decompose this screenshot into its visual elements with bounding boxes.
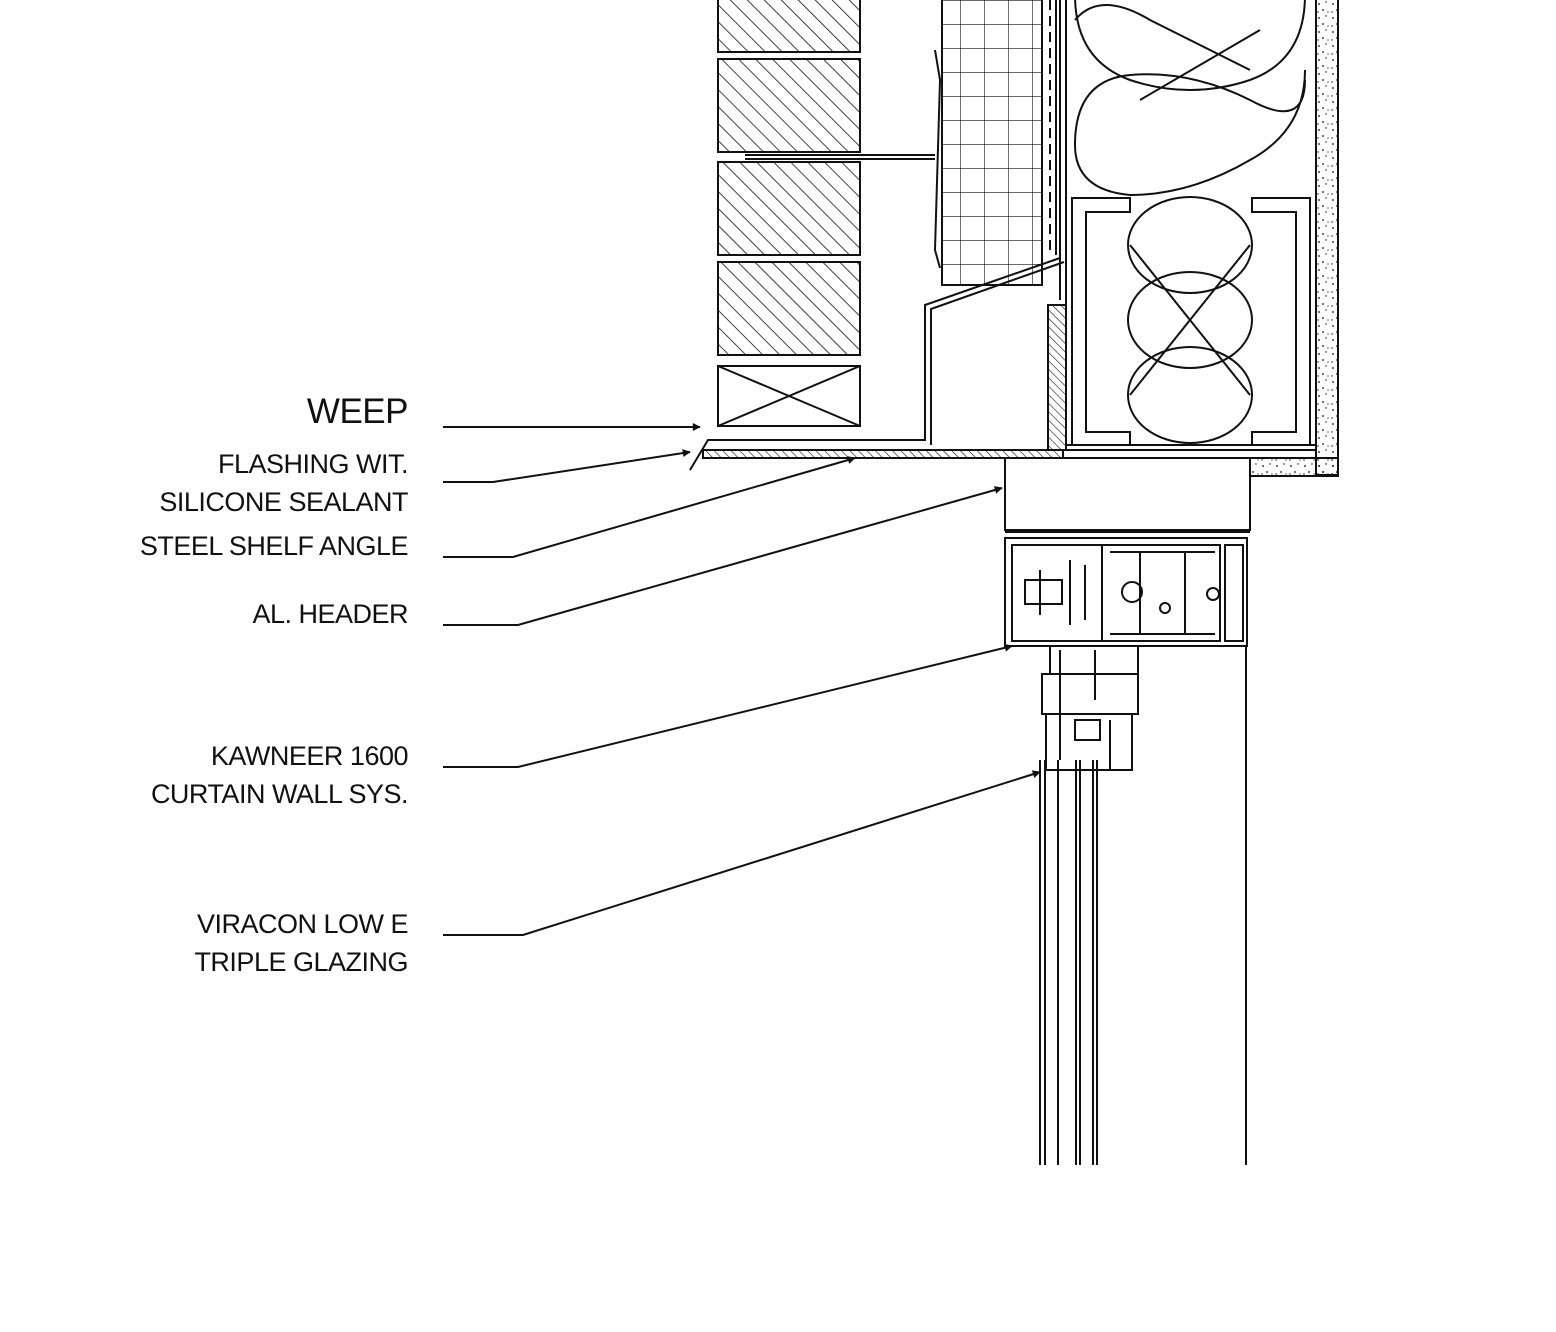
stud-wall-batt-insulation: [1065, 0, 1317, 446]
callout-curtain-wall: KAWNEER 1600 CURTAIN WALL SYS.: [150, 737, 409, 813]
callout-header: AL. HEADER: [252, 595, 408, 633]
leader-curtain-wall: [443, 643, 1013, 768]
callout-weep-line-1: WEEP: [306, 392, 409, 431]
callout-glazing: VIRACON LOW E TRIPLE GLAZING: [194, 905, 408, 981]
callout-header-line-1: AL. HEADER: [252, 599, 408, 629]
callout-curtain-wall-line-2: CURTAIN WALL SYS.: [150, 779, 409, 809]
leader-shelf-angle: [443, 456, 856, 558]
callout-flashing-line-2: SILICONE SEALANT: [159, 487, 408, 517]
leader-flashing: [443, 449, 691, 483]
callout-flashing: FLASHING WIT. SILICONE SEALANT: [159, 445, 408, 521]
leader-glazing: [443, 770, 1041, 936]
header-block: [1004, 457, 1251, 533]
leader-lines: [443, 423, 1041, 936]
interior-gypsum-board: [1066, 0, 1339, 477]
air-cavity: [933, 49, 942, 269]
callout-glazing-line-2: TRIPLE GLAZING: [194, 947, 408, 977]
rigid-insulation: [941, 0, 1061, 300]
steel-shelf-angle: [702, 304, 1067, 459]
curtain-wall-frame: [1041, 645, 1139, 771]
aluminum-header: [1004, 537, 1248, 647]
callout-curtain-wall-line-1: KAWNEER 1600: [210, 741, 409, 771]
brick-veneer: [717, 0, 935, 427]
callout-glazing-line-1: VIRACON LOW E: [196, 909, 409, 939]
triple-glazing: [1039, 760, 1098, 1165]
callout-weep: WEEP: [306, 392, 409, 432]
callout-shelf-angle-line-1: STEEL SHELF ANGLE: [139, 531, 409, 561]
callout-flashing-line-1: FLASHING WIT.: [217, 449, 409, 479]
leader-header: [443, 486, 1003, 626]
callout-shelf-angle: STEEL SHELF ANGLE: [139, 527, 409, 565]
